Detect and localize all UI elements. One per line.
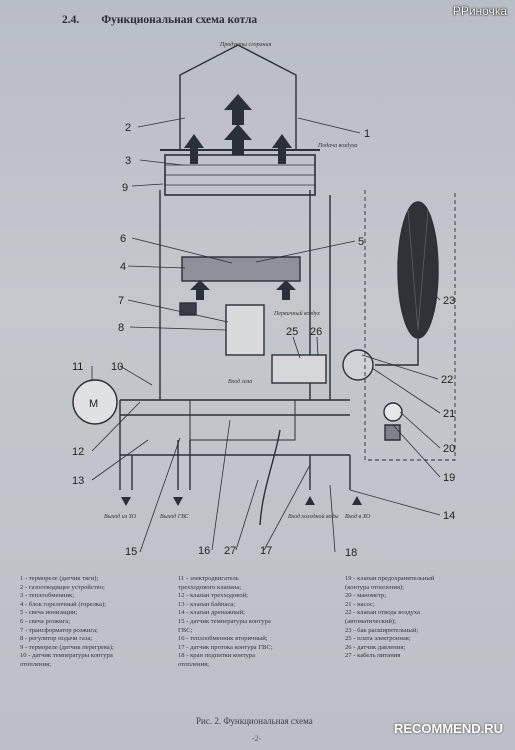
section-number: 2.4. [62, 14, 80, 26]
callout-20: 20 [443, 443, 455, 455]
callout-3: 3 [125, 155, 131, 167]
legend-item: 5 - свеча ионизации; [20, 609, 78, 617]
legend-item: 21 - насос; [345, 600, 375, 608]
electronic-board [271, 354, 327, 384]
legend-item: 12 - клапан трехходовой; [178, 592, 248, 600]
legend-item: 20 - манометр; [345, 592, 387, 600]
legend-column-3: 19 - клапан предохранительный (контура о… [345, 575, 434, 661]
note-heat-in: Вход в ХО [345, 513, 371, 520]
callout-18: 18 [345, 547, 357, 559]
legend-item: 18 - кран подпитки контура [178, 652, 256, 660]
legend-item: (контура отопления); [345, 583, 405, 591]
legend-item: 16 - теплообменник вторичный; [178, 635, 268, 643]
page-number: -2- [252, 734, 262, 743]
legend-item: 22 - клапан отвода воздуха [345, 609, 420, 617]
note-dhw-out: Выход ГВС [160, 513, 189, 520]
callout-6: 6 [120, 233, 126, 245]
legend-item: 2 - газоотводящее устройство; [20, 583, 105, 591]
gas-valve [225, 304, 265, 356]
legend-item: отопления; [20, 660, 51, 668]
callout-2: 2 [125, 122, 131, 134]
legend-item: 14 - клапан дренажный; [178, 609, 245, 617]
legend-item: 25 - плата электронная; [345, 635, 411, 643]
legend-item: 1 - термореле (датчик тяги); [20, 575, 99, 582]
watermark-top: PPиночка [452, 4, 507, 18]
callout-5: 5 [358, 236, 364, 248]
note-flue: Продукты сгорания [219, 41, 271, 48]
legend-item: (автоматический); [345, 617, 396, 625]
power-cable [259, 429, 281, 526]
callout-19: 19 [443, 472, 455, 484]
callout-7: 7 [118, 295, 124, 307]
motor [72, 379, 118, 425]
expansion-tank [397, 201, 439, 339]
legend-column-1: 1 - термореле (датчик тяги); 2 - газоотв… [20, 575, 114, 670]
note-primary-air: Первичный воздух [273, 310, 320, 317]
callout-11: 11 [72, 361, 83, 373]
callout-10: 10 [111, 361, 123, 373]
legend-item: 19 - клапан предохранительный [345, 575, 435, 582]
legend-item: 13 - клапан байпаса; [178, 600, 236, 608]
callout-12: 12 [72, 446, 84, 458]
callout-9: 9 [122, 182, 128, 194]
legend-item: 23 - бак расширительный; [345, 626, 419, 634]
callout-13: 13 [72, 475, 84, 487]
callout-17: 17 [260, 545, 272, 557]
legend-item: 8 - регулятор подачи газа; [20, 635, 93, 643]
callout-27: 27 [224, 545, 236, 557]
legend-item: 27 - кабель питания [345, 652, 401, 660]
legend-item: отопления; [178, 660, 209, 668]
legend-item: 17 - датчик протока контура ГВС; [178, 643, 273, 651]
legend-item: 6 - свеча розжига; [20, 617, 71, 625]
legend-item: трехходового клапана; [178, 583, 242, 591]
watermark-bottom: RECOMMEND.RU [393, 721, 503, 736]
legend-item: ГВС; [178, 626, 193, 634]
boiler-functional-diagram: M Продукты сгорания Подача воздуха Перви… [72, 41, 456, 559]
figure-caption: Рис. 2. Функциональная схема [196, 716, 313, 726]
legend-item: 9 - термореле (датчик перегрева); [20, 643, 114, 651]
secondary-heat-exchanger [189, 399, 296, 441]
legend-item: 11 - электродвигатель [178, 575, 239, 582]
legend-item: 7 - трансформатор розжига; [20, 626, 98, 634]
callout-21: 21 [443, 408, 455, 420]
legend-column-2: 11 - электродвигатель трехходового клапа… [178, 575, 273, 670]
pressure-gauge [383, 402, 403, 422]
callout-15: 15 [125, 546, 137, 558]
motor-letter-group: M [89, 398, 98, 410]
section-title: Функциональная схема котла [101, 14, 258, 26]
callout-22: 22 [441, 374, 453, 386]
note-heat-out: Выход из ХО [104, 513, 137, 520]
callout-26: 26 [310, 326, 322, 338]
section-heading: 2.4. Функциональная схема котла [62, 14, 257, 26]
legend-item: 10 - датчик температуры контура [20, 652, 113, 660]
burner-block [181, 256, 301, 282]
callout-8: 8 [118, 322, 124, 334]
callout-numbers: 1 2 3 4 5 6 7 8 9 10 11 12 13 14 15 16 1… [72, 122, 455, 559]
callout-23: 23 [443, 295, 455, 307]
legend-item: 3 - теплообменник; [20, 592, 75, 600]
note-air: Подача воздуха [317, 142, 357, 149]
pump [342, 349, 374, 381]
legend-item: 4 - блок горелочный (горелка); [20, 600, 106, 608]
note-cold-in: Вход холодной воды [288, 513, 339, 520]
legend-item: 15 - датчик температуры контура [178, 617, 271, 625]
callout-1: 1 [364, 128, 370, 140]
callout-25: 25 [286, 326, 298, 338]
callout-16: 16 [198, 545, 210, 557]
legend-item: 26 - датчик давления; [345, 643, 406, 651]
callout-14: 14 [443, 510, 455, 522]
callout-4: 4 [120, 261, 126, 273]
motor-letter: M [89, 398, 98, 410]
note-gas-in: Вход газа [228, 378, 252, 385]
flue-hood [179, 44, 297, 150]
